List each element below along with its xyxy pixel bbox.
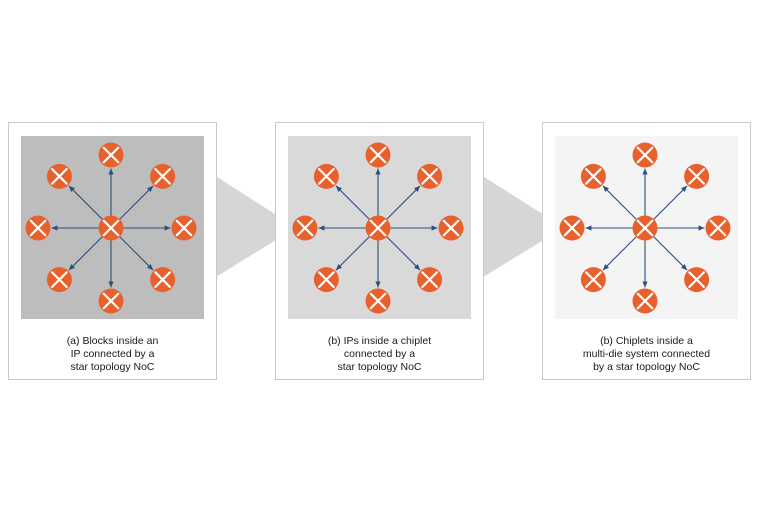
link-arrow — [602, 236, 637, 271]
caption-line: star topology NoC — [70, 361, 155, 373]
spoke-node-icon — [365, 288, 391, 314]
zoom-connector-1-to-2 — [203, 168, 292, 285]
link-arrow — [335, 236, 370, 271]
caption-line: multi-die system connected — [582, 348, 711, 360]
panel-caption: (b) Chiplets inside a multi-die system c… — [543, 335, 750, 374]
link-arrow — [68, 185, 103, 220]
link-arrow — [386, 185, 421, 220]
spoke-node-icon — [580, 267, 606, 293]
caption-line: connected by a — [343, 348, 416, 360]
spoke-node-icon — [150, 267, 176, 293]
link-arrow — [653, 236, 688, 271]
spoke-node-icon — [705, 215, 731, 241]
panel-caption: (b) IPs inside a chiplet connected by a … — [276, 335, 483, 374]
caption-line: star topology NoC — [337, 361, 422, 373]
link-arrow — [119, 236, 154, 271]
spoke-node-icon — [313, 267, 339, 293]
spoke-node-icon — [417, 267, 443, 293]
star-diagram — [555, 136, 738, 319]
spoke-node-icon — [684, 267, 710, 293]
star-diagram — [21, 136, 204, 319]
spoke-node-icon — [417, 163, 443, 189]
spoke-node-icon — [98, 142, 124, 168]
caption-line: (b) IPs inside a chiplet — [327, 335, 432, 347]
spoke-node-icon — [559, 215, 585, 241]
star-diagram — [288, 136, 471, 319]
link-arrow — [653, 185, 688, 220]
hub-node-icon — [365, 215, 391, 241]
hub-node-icon — [98, 215, 124, 241]
panel-chiplets-in-system: (b) Chiplets inside a multi-die system c… — [542, 122, 751, 380]
spoke-node-icon — [292, 215, 318, 241]
spoke-node-icon — [150, 163, 176, 189]
spoke-node-icon — [171, 215, 197, 241]
link-arrow — [386, 236, 421, 271]
spoke-node-icon — [580, 163, 606, 189]
spoke-node-icon — [438, 215, 464, 241]
star-network — [292, 142, 464, 314]
spoke-node-icon — [365, 142, 391, 168]
caption-line: IP connected by a — [70, 348, 155, 360]
spoke-node-icon — [684, 163, 710, 189]
spoke-node-icon — [46, 163, 72, 189]
spoke-node-icon — [313, 163, 339, 189]
caption-line: by a star topology NoC — [593, 361, 700, 373]
spoke-node-icon — [632, 288, 658, 314]
panel-blocks-in-ip: (a) Blocks inside an IP connected by a s… — [8, 122, 217, 380]
caption-line: (a) Blocks inside an — [66, 335, 159, 347]
star-network — [25, 142, 197, 314]
zoom-connector-2-to-3 — [470, 168, 560, 285]
spoke-node-icon — [98, 288, 124, 314]
spoke-node-icon — [46, 267, 72, 293]
link-arrow — [68, 236, 103, 271]
link-arrow — [602, 185, 637, 220]
caption-line: (b) Chiplets inside a — [600, 335, 693, 347]
link-arrow — [119, 185, 154, 220]
panel-ips-in-chiplet: (b) IPs inside a chiplet connected by a … — [275, 122, 484, 380]
hub-node-icon — [632, 215, 658, 241]
link-arrow — [335, 185, 370, 220]
star-network — [559, 142, 731, 314]
spoke-node-icon — [25, 215, 51, 241]
panel-caption: (a) Blocks inside an IP connected by a s… — [9, 335, 216, 374]
spoke-node-icon — [632, 142, 658, 168]
